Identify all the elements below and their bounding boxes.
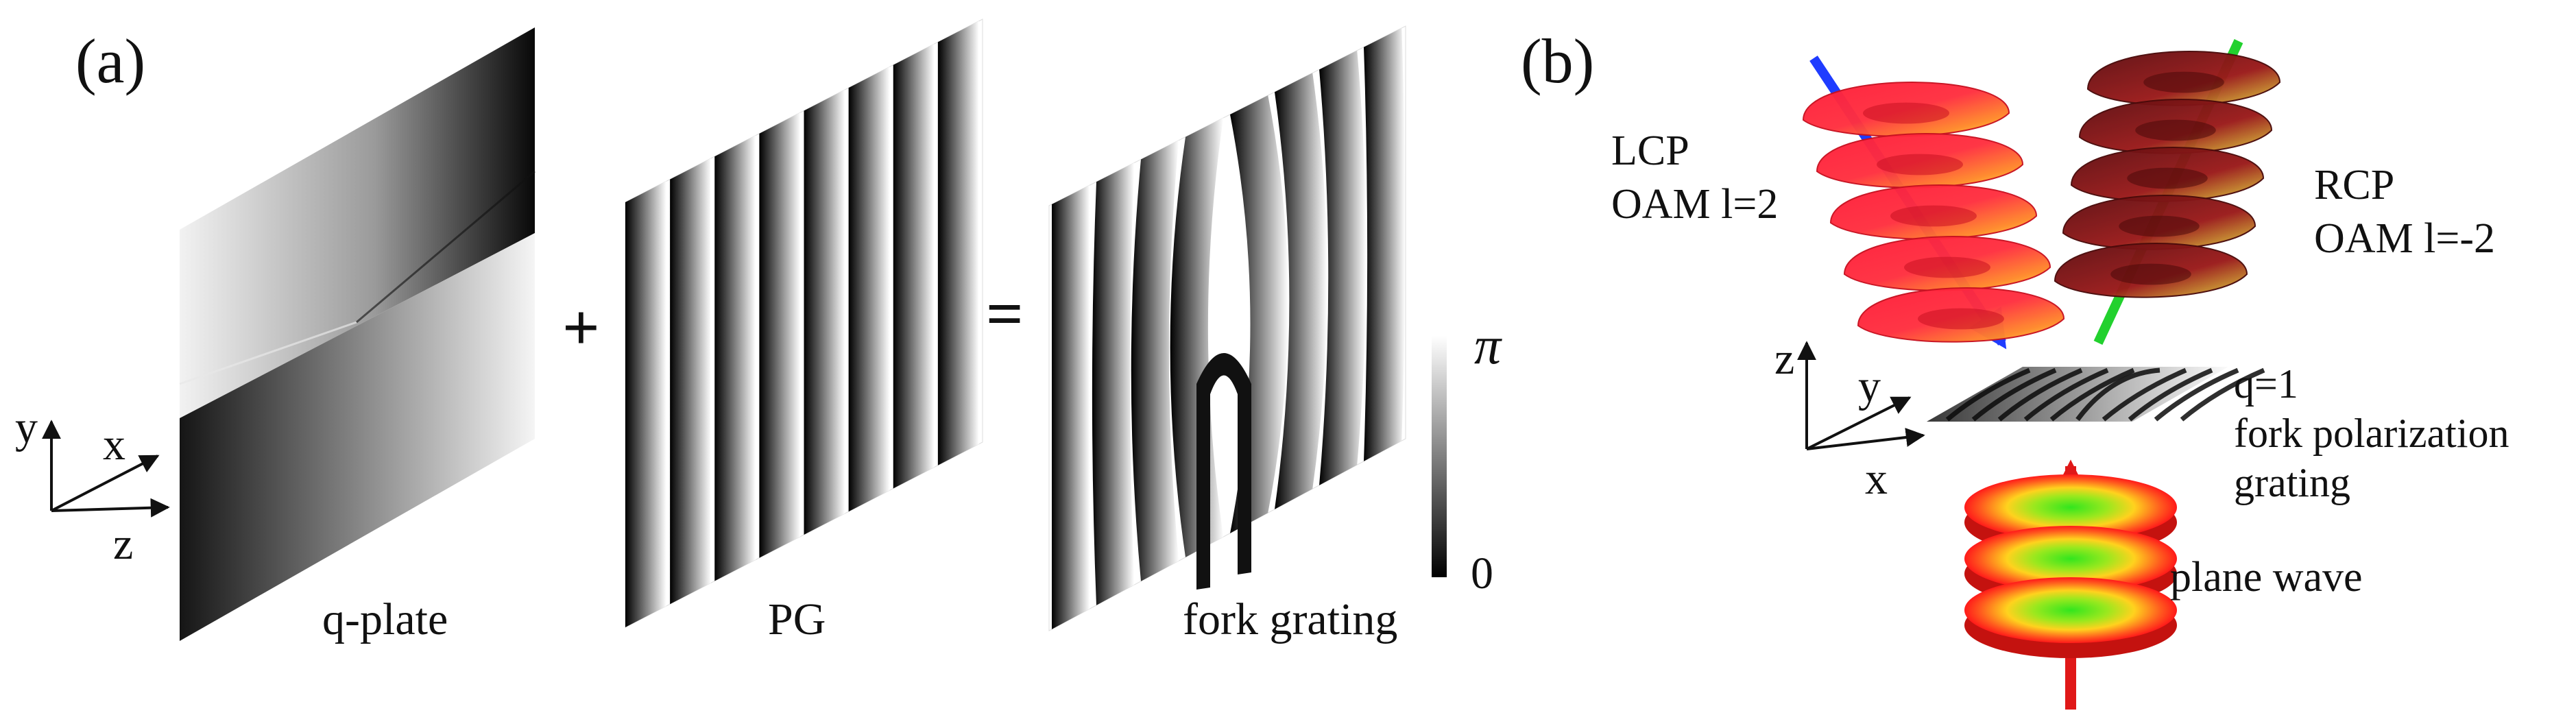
- fork-stripe: [1052, 185, 1090, 629]
- axis-b-z-label: z: [1774, 334, 1794, 384]
- axis-a-z-label: z: [113, 519, 133, 569]
- flat-grating-stripe: [2128, 367, 2213, 422]
- helix-sheet-hole: [2119, 215, 2200, 237]
- flat-grating-stripe: [1997, 367, 2083, 422]
- helix-sheet-hole: [1918, 308, 2004, 330]
- helix-sheet-hole: [2110, 263, 2191, 285]
- pg-stripe: [937, 21, 979, 465]
- helix-sheet-hole: [1863, 102, 1949, 124]
- plane-wave-label: plane wave: [2170, 554, 2363, 601]
- helix-sheet-hole: [1890, 205, 1977, 227]
- q-plate-image: [179, 27, 535, 641]
- pg-stripe: [670, 158, 712, 605]
- pg-stripe: [804, 89, 845, 535]
- flat-grating-stripe: [1971, 367, 2057, 422]
- lcp-helix-beam: [1802, 56, 2065, 350]
- colorbar-top-label: π: [1474, 315, 1502, 375]
- helix-sheet-hole: [2143, 71, 2224, 93]
- flat-grating-stripe: [2154, 367, 2239, 422]
- pg-image: [625, 19, 983, 628]
- fork-stripe: [1275, 73, 1327, 509]
- phase-colorbar: π 0: [1432, 315, 1502, 598]
- plane-wave-beam: [1964, 459, 2177, 710]
- fork-stripe: [1364, 27, 1406, 461]
- pg-stripe: [848, 66, 890, 512]
- axis-b-y-label: y: [1858, 361, 1881, 411]
- axis-a-x-label: x: [103, 420, 125, 470]
- fork-stripe: [1319, 50, 1367, 485]
- flat-grating-stripe: [1945, 367, 2031, 422]
- pg-stripe: [893, 44, 935, 489]
- grating-label-line3: grating: [2234, 460, 2350, 505]
- axis-b-x-label: x: [1865, 454, 1888, 504]
- panel-b-tag: (b): [1521, 26, 1594, 96]
- flat-grating-stripe: [2102, 367, 2187, 422]
- rcp-label-line1: RCP: [2314, 162, 2394, 208]
- grating-label-line1: q=1: [2234, 361, 2298, 407]
- colorbar-bottom-label: 0: [1471, 548, 1493, 598]
- panel-a-tag: (a): [75, 26, 145, 96]
- pg-label: PG: [768, 594, 826, 644]
- flat-grating-stripe: [2180, 367, 2265, 422]
- fork-grating-label: fork grating: [1183, 594, 1397, 644]
- plus-sign: +: [562, 291, 600, 364]
- fork-stripe: [1230, 95, 1288, 533]
- flat-fork-grating: [1927, 367, 2265, 422]
- helix-sheet-hole: [2127, 167, 2208, 189]
- plane-wave-disk: [1964, 577, 2177, 643]
- q-plate-label: q-plate: [322, 594, 448, 644]
- fork-stripe: [1131, 140, 1179, 581]
- plane-wave-disk: [1964, 526, 2177, 592]
- flat-grating-stripe: [2049, 367, 2135, 422]
- pg-stripe: [759, 112, 801, 558]
- grating-label-line2: fork polarization: [2234, 411, 2509, 456]
- fork-grating-image: [1048, 25, 1406, 631]
- fork-dislocation: [1196, 353, 1251, 590]
- plane-wave-disk: [1964, 474, 2177, 540]
- helix-sheet-hole: [2135, 119, 2216, 141]
- fork-stripe: [1092, 162, 1135, 605]
- rcp-helix-beam: [2054, 39, 2281, 345]
- rcp-label-line2: OAM l=-2: [2314, 215, 2495, 262]
- pg-stripe: [625, 181, 666, 627]
- lcp-label-line1: LCP: [1611, 128, 1689, 174]
- equals-sign: =: [986, 277, 1024, 350]
- helix-sheet-hole: [1904, 256, 1990, 278]
- axis-a-y-label: y: [15, 402, 38, 452]
- flat-grating-stripe: [2023, 367, 2109, 422]
- axes-a: y x z: [15, 402, 170, 569]
- helix-sheet-hole: [1877, 154, 1963, 176]
- axes-b: z y x: [1774, 334, 1925, 504]
- flat-grating-stripe: [2075, 367, 2160, 422]
- lcp-label-line2: OAM l=2: [1611, 181, 1778, 228]
- pg-stripe: [714, 135, 756, 581]
